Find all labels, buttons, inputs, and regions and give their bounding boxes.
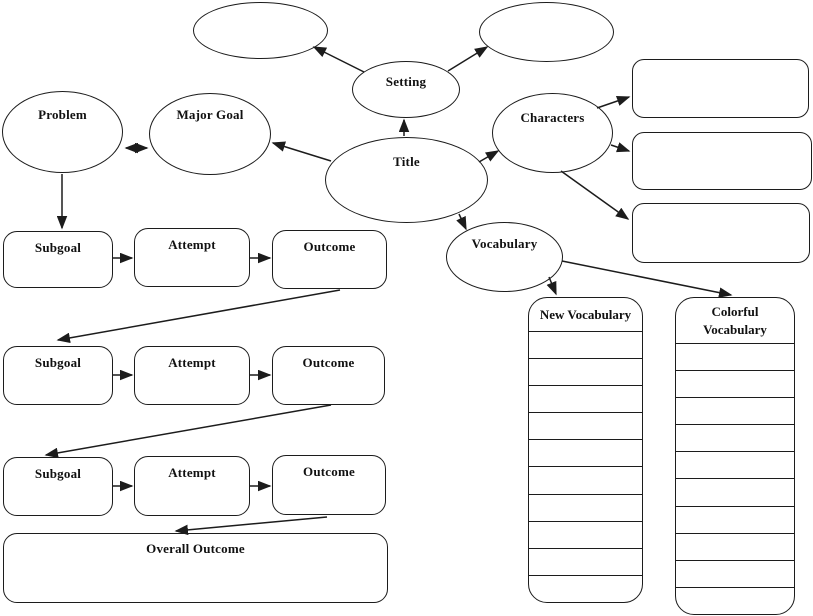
empty-character-box-1 — [632, 59, 809, 118]
vocab-blank-row — [676, 507, 794, 534]
arrow-characters-to-box2 — [610, 142, 631, 153]
vocab-table-new-header: New Vocabulary — [529, 298, 642, 332]
subgoal-box-1: Subgoal — [3, 231, 113, 288]
arrow-vocabulary-to-colorful-vocab — [561, 260, 733, 298]
attempt-box-2: Attempt — [134, 346, 250, 405]
vocab-blank-row — [676, 344, 794, 372]
outcome-box-1: Outcome — [272, 230, 387, 289]
arrow-setting-to-right-detail — [447, 46, 489, 72]
ellipse-title: Title — [325, 137, 488, 223]
empty-character-box-2 — [632, 132, 812, 190]
characters-label: Characters — [520, 110, 585, 125]
attempt-box-1: Attempt — [134, 228, 250, 287]
outcome-box-2: Outcome — [272, 346, 385, 405]
arrow-setting-to-left-detail — [312, 46, 365, 73]
vocab-table-colorful-rows — [676, 344, 794, 614]
vocab-blank-row — [529, 549, 642, 576]
ellipse-setting: Setting — [352, 61, 460, 118]
vocab-blank-row — [676, 398, 794, 426]
vocab-blank-row — [676, 561, 794, 588]
setting-label: Setting — [385, 74, 427, 89]
vocab-blank-row — [676, 452, 794, 480]
vocab-blank-row — [529, 495, 642, 522]
outcome-label: Outcome — [302, 355, 355, 370]
arrow-title-to-characters — [478, 150, 500, 163]
vocab-table-colorful-header: Colorful Vocabulary — [676, 298, 794, 344]
ellipse-problem: Problem — [2, 91, 123, 173]
attempt-box-3: Attempt — [134, 456, 250, 516]
vocab-blank-row — [676, 588, 794, 614]
outcome-label: Outcome — [303, 239, 356, 254]
title-label: Title — [393, 154, 420, 169]
empty-setting-detail-ellipse-right — [479, 2, 614, 62]
vocabulary-label: Vocabulary — [471, 236, 538, 251]
vocab-blank-row — [676, 371, 794, 399]
problem-label: Problem — [38, 107, 87, 122]
arrow-characters-to-box1 — [596, 95, 631, 109]
arrow-vocabulary-to-new-vocab — [546, 276, 557, 296]
vocab-blank-row — [676, 425, 794, 453]
subgoal-label: Subgoal — [34, 466, 82, 481]
arrow-outcome3-to-overall-outcome — [174, 516, 328, 536]
vocab-blank-row — [529, 440, 642, 468]
vocab-table-new-rows — [529, 332, 642, 602]
overall-outcome-label: Overall Outcome — [146, 541, 245, 556]
vocab-blank-row — [529, 413, 642, 441]
arrow-title-to-major-goal — [271, 141, 332, 162]
vocab-blank-row — [529, 332, 642, 360]
overall-outcome-box: Overall Outcome — [3, 533, 388, 603]
ellipse-characters: Characters — [492, 93, 613, 173]
subgoal-box-2: Subgoal — [3, 346, 113, 405]
vocab-blank-row — [676, 479, 794, 507]
vocab-blank-row — [529, 576, 642, 602]
arrow-title-to-vocabulary — [456, 213, 467, 231]
subgoal-box-3: Subgoal — [3, 457, 113, 516]
outcome-box-3: Outcome — [272, 455, 386, 515]
vocab-blank-row — [529, 467, 642, 495]
empty-character-box-3 — [632, 203, 810, 263]
ellipse-vocabulary: Vocabulary — [446, 222, 563, 292]
attempt-label: Attempt — [168, 355, 216, 370]
arrow-characters-to-box3 — [560, 170, 630, 220]
subgoal-label: Subgoal — [34, 240, 82, 255]
vocab-blank-row — [676, 534, 794, 561]
major-goal-label: Major Goal — [176, 107, 244, 122]
attempt-label: Attempt — [168, 465, 216, 480]
attempt-label: Attempt — [168, 237, 216, 252]
vocab-blank-row — [529, 386, 642, 414]
ellipse-major-goal: Major Goal — [149, 93, 271, 175]
empty-setting-detail-ellipse-left — [193, 2, 328, 59]
arrow-outcome2-to-subgoal3 — [44, 404, 332, 459]
vocab-table-new: New Vocabulary — [528, 297, 643, 603]
vocab-blank-row — [529, 359, 642, 387]
arrow-outcome1-to-subgoal2 — [56, 289, 341, 344]
subgoal-label: Subgoal — [34, 355, 82, 370]
outcome-label: Outcome — [303, 464, 355, 479]
vocab-table-colorful: Colorful Vocabulary — [675, 297, 795, 615]
vocab-blank-row — [529, 522, 642, 549]
